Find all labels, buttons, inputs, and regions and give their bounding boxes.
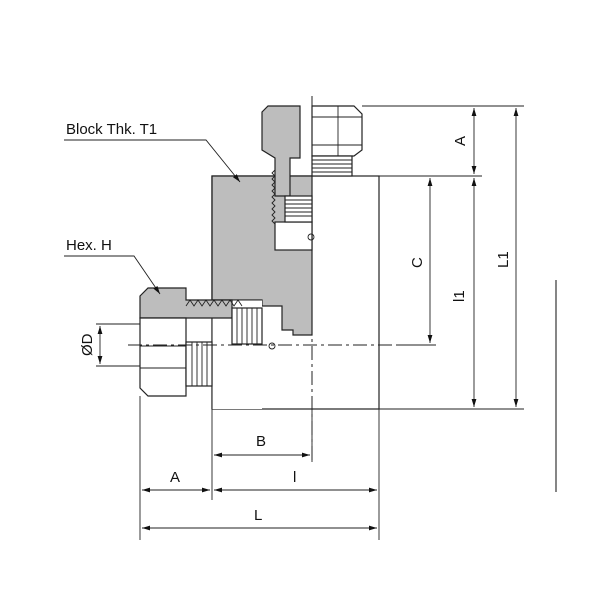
block-thickness-label: Block Thk. T1 (66, 121, 157, 138)
dim-l1-inner-label: l1 (451, 290, 468, 302)
top-nut (261, 105, 363, 225)
dim-l-outer-label: L (254, 507, 262, 524)
dim-l1-outer-label: L1 (495, 251, 512, 268)
block-leader (64, 139, 241, 183)
dim-l-inner-label: l (293, 469, 296, 486)
extension-lines (96, 105, 524, 540)
hex-leader (64, 255, 161, 295)
diameter-label: ØD (79, 333, 96, 356)
side-nut (139, 287, 276, 397)
dim-a-top-label: A (452, 136, 469, 146)
dim-a-bottom-label: A (170, 469, 180, 486)
dim-b-label: B (256, 433, 266, 450)
hex-label: Hex. H (66, 237, 112, 254)
dim-c-label: C (409, 257, 426, 268)
